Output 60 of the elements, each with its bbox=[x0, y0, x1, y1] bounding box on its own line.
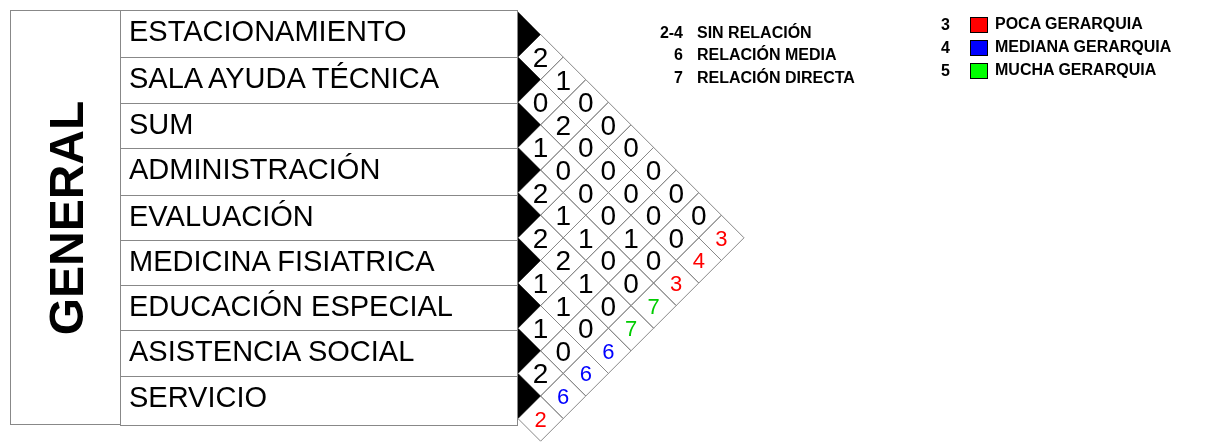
legend-text: POCA GERARQUIA bbox=[995, 16, 1143, 32]
matrix-value: 6 bbox=[602, 340, 615, 363]
matrix-value: 0 bbox=[578, 179, 594, 208]
legend-key: 6 bbox=[674, 47, 683, 63]
matrix-value: 4 bbox=[692, 250, 705, 273]
matrix-value: 2 bbox=[555, 111, 571, 140]
legend-key: 5 bbox=[941, 63, 950, 79]
matrix-value: 3 bbox=[715, 227, 728, 250]
matrix-value: 0 bbox=[600, 111, 617, 140]
legend-text: MUCHA GERARQUIA bbox=[995, 62, 1157, 78]
matrix-value: 0 bbox=[623, 179, 639, 208]
legend-key: 3 bbox=[941, 17, 950, 33]
row-label: SERVICIO bbox=[120, 376, 518, 426]
vertical-heading: GENERAL bbox=[38, 100, 93, 335]
matrix-value: 0 bbox=[623, 134, 639, 163]
matrix-value: 0 bbox=[600, 292, 617, 321]
legend-text: MEDIANA GERARQUIA bbox=[995, 39, 1172, 55]
legend-key: 7 bbox=[674, 70, 683, 86]
matrix-value: 1 bbox=[532, 270, 549, 298]
matrix-value: 7 bbox=[647, 295, 660, 318]
matrix-value: 6 bbox=[557, 386, 570, 408]
matrix-value: 2 bbox=[532, 44, 549, 72]
matrix-value: 1 bbox=[555, 202, 571, 231]
matrix-value: 0 bbox=[555, 337, 571, 366]
matrix-value: 2 bbox=[534, 408, 547, 431]
matrix-value: 0 bbox=[645, 157, 662, 185]
matrix-value: 1 bbox=[555, 292, 571, 321]
matrix-value: 2 bbox=[532, 360, 549, 389]
matrix-value: 0 bbox=[600, 202, 617, 231]
matrix-value: 0 bbox=[645, 202, 662, 231]
legend-key: 2-4 bbox=[659, 25, 683, 41]
matrix-value: 2 bbox=[532, 179, 549, 208]
matrix-value: 1 bbox=[532, 134, 549, 163]
matrix-value: 0 bbox=[691, 202, 707, 231]
legend-text: RELACIÓN DIRECTA bbox=[697, 70, 855, 86]
matrix-value: 2 bbox=[532, 224, 549, 253]
matrix-value: 0 bbox=[555, 157, 571, 185]
legend-text: RELACIÓN MEDIA bbox=[697, 47, 837, 63]
matrix-value: 6 bbox=[579, 363, 592, 386]
matrix-value: 3 bbox=[670, 273, 683, 295]
matrix-value: 0 bbox=[578, 134, 594, 163]
matrix-value: 0 bbox=[623, 270, 639, 298]
matrix-value: 0 bbox=[668, 179, 684, 208]
matrix-value: 0 bbox=[532, 89, 549, 118]
matrix-value: 1 bbox=[532, 315, 549, 344]
legend-text: SIN RELACIÓN bbox=[697, 25, 812, 41]
matrix-value: 0 bbox=[668, 224, 684, 253]
matrix-value: 1 bbox=[623, 224, 639, 253]
matrix-value: 1 bbox=[578, 270, 594, 298]
matrix-value: 2 bbox=[555, 247, 571, 276]
matrix-value: 0 bbox=[600, 157, 617, 185]
matrix-value: 0 bbox=[578, 315, 594, 344]
row-label: ESTACIONAMIENTO bbox=[120, 10, 518, 58]
matrix-value: 1 bbox=[578, 224, 594, 253]
matrix-value: 0 bbox=[578, 89, 594, 118]
matrix-value: 0 bbox=[600, 247, 617, 276]
matrix-value: 1 bbox=[555, 66, 571, 95]
legend-key: 4 bbox=[941, 40, 950, 56]
matrix-value: 0 bbox=[645, 247, 662, 276]
matrix-value: 7 bbox=[624, 318, 638, 341]
